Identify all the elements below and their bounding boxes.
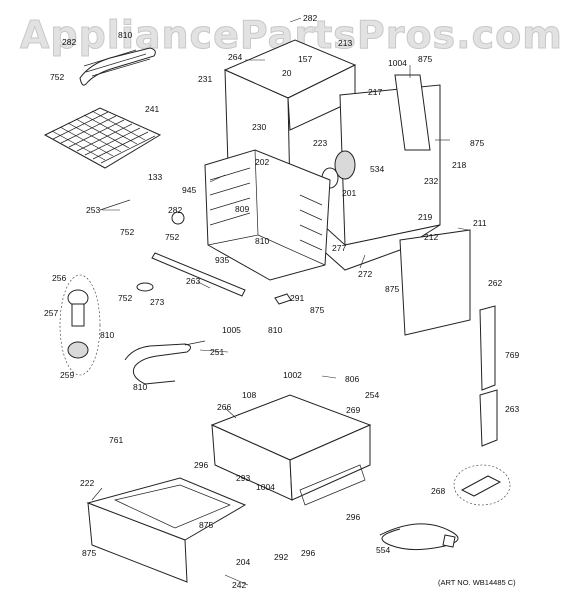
callout: 241: [145, 104, 159, 114]
callout: 752: [118, 293, 132, 303]
callout: 212: [424, 232, 438, 242]
callout: 534: [370, 164, 384, 174]
callout: 875: [82, 548, 96, 558]
callout: 273: [150, 297, 164, 307]
callout: 769: [505, 350, 519, 360]
leader-lines: [91, 17, 469, 586]
callout: 282: [168, 205, 182, 215]
callout: 213: [338, 38, 352, 48]
callout: 268: [431, 486, 445, 496]
callout: 222: [80, 478, 94, 488]
small-fittings: [99, 199, 292, 305]
callout: 810: [268, 325, 282, 335]
callout: 202: [255, 157, 269, 167]
callout: 133: [148, 172, 162, 182]
callout: 1002: [283, 370, 302, 380]
art-number: (ART NO. WB14485 C): [438, 578, 516, 587]
callout: 230: [252, 122, 266, 132]
callout: 875: [385, 284, 399, 294]
callout: 293: [236, 473, 250, 483]
callout: 809: [235, 204, 249, 214]
oven-liner: [204, 149, 331, 281]
callout: 875: [470, 138, 484, 148]
callout: 254: [365, 390, 379, 400]
oven-rack: [43, 107, 162, 169]
callout: 296: [194, 460, 208, 470]
callout: 752: [50, 72, 64, 82]
callout: 875: [418, 54, 432, 64]
callout: 810: [100, 330, 114, 340]
callout: 810: [118, 30, 132, 40]
callout: 945: [182, 185, 196, 195]
callout: 806: [345, 374, 359, 384]
callout: 262: [488, 278, 502, 288]
callout: 242: [232, 580, 246, 590]
drawer-glide: [453, 464, 511, 506]
callout: 554: [376, 545, 390, 555]
storage-drawer: [86, 477, 247, 583]
callout: 752: [165, 232, 179, 242]
thermostat-knob: [59, 274, 101, 376]
callout: 277: [332, 243, 346, 253]
rear-panels: [394, 74, 498, 447]
callout: 157: [298, 54, 312, 64]
callout: 292: [274, 552, 288, 562]
callout: 259: [60, 370, 74, 380]
power-cord: [379, 523, 459, 551]
callout: 266: [217, 402, 231, 412]
callout: 1005: [222, 325, 241, 335]
callout: 264: [228, 52, 242, 62]
callout: 291: [290, 293, 304, 303]
callout: 257: [44, 308, 58, 318]
callout: 875: [310, 305, 324, 315]
callout: 282: [303, 13, 317, 23]
callout: 272: [358, 269, 372, 279]
callout: 935: [215, 255, 229, 265]
callout: 201: [342, 188, 356, 198]
callout: 232: [424, 176, 438, 186]
callout-labels: 282 810 752 241 282 157 20 264 213 231 2…: [44, 13, 519, 590]
callout: 217: [368, 87, 382, 97]
callout: 752: [120, 227, 134, 237]
callout: 223: [313, 138, 327, 148]
callout: 204: [236, 557, 250, 567]
callout: 263: [505, 404, 519, 414]
callout: 282: [62, 37, 76, 47]
callout: 231: [198, 74, 212, 84]
broil-element: [79, 47, 156, 86]
callout: 1004: [256, 482, 275, 492]
bake-element: [124, 340, 206, 385]
callout: 251: [210, 347, 224, 357]
callout: 256: [52, 273, 66, 283]
callout: 1004: [388, 58, 407, 68]
callout: 108: [242, 390, 256, 400]
callout: 296: [346, 512, 360, 522]
watermark: AppliancePartsPros.com: [20, 13, 562, 57]
broil-grill-strip: [151, 252, 246, 297]
callout: 269: [346, 405, 360, 415]
callout: 20: [282, 68, 292, 78]
callout: 761: [109, 435, 123, 445]
callout: 218: [452, 160, 466, 170]
drawer-housing: [210, 394, 372, 506]
callout: 211: [473, 218, 487, 228]
callout: 253: [86, 205, 100, 215]
callout: 810: [133, 382, 147, 392]
callout: 875: [199, 520, 213, 530]
callout: 263: [186, 276, 200, 286]
callout: 296: [301, 548, 315, 558]
callout: 219: [418, 212, 432, 222]
callout: 810: [255, 236, 269, 246]
